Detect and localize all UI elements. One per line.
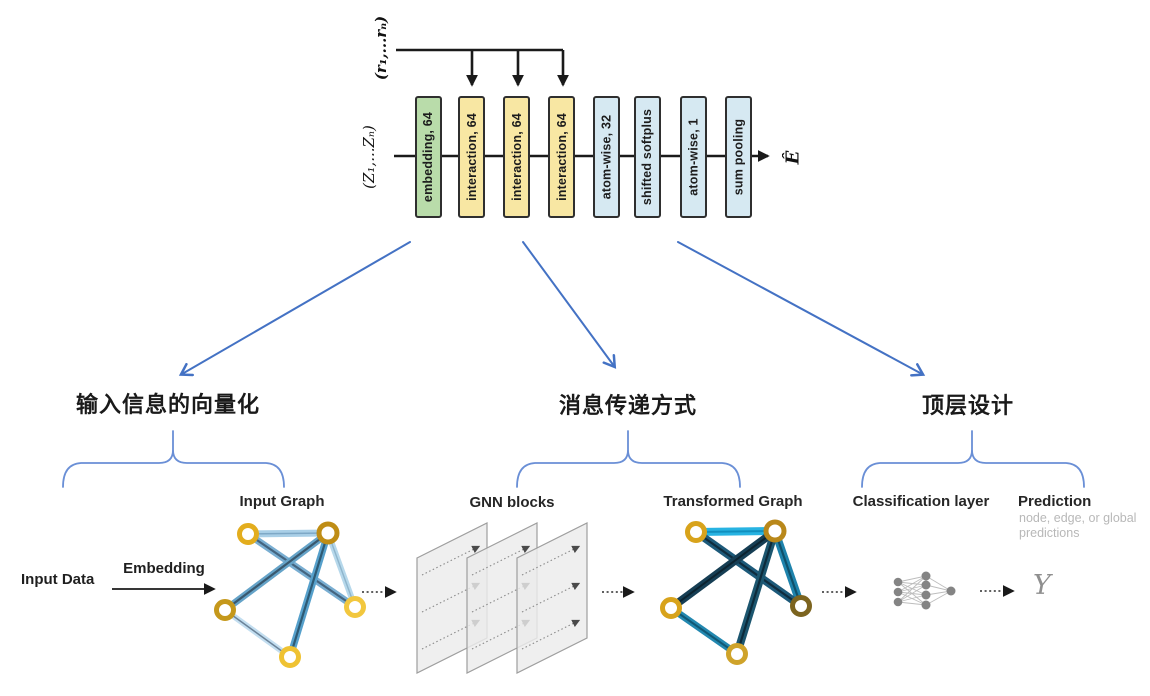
embedding-block: embedding, 64 bbox=[415, 96, 442, 218]
input-graph-edges bbox=[221, 529, 359, 661]
shifted-softplus-block: shifted softplus bbox=[634, 96, 661, 218]
input-label-positions: (r₁,...rₙ) bbox=[368, 2, 394, 94]
input-data-label: Input Data bbox=[21, 571, 95, 588]
block-label: interaction, 64 bbox=[509, 113, 524, 201]
z-label-text: (Z₁,...Zₙ) bbox=[360, 125, 378, 189]
block-label: interaction, 64 bbox=[464, 113, 479, 201]
arrow-to-vectorization bbox=[178, 241, 411, 377]
sum-pooling-block: sum pooling bbox=[725, 96, 752, 218]
r-label-text: (r₁,...rₙ) bbox=[372, 15, 390, 81]
pipeline-dotted-arrows bbox=[362, 585, 1015, 598]
atom-wise-32-block: atom-wise, 32 bbox=[593, 96, 620, 218]
prediction-note: node, edge, or global predictions bbox=[1019, 511, 1137, 540]
stage-label-transformed-graph: Transformed Graph bbox=[663, 493, 803, 510]
skip-connection-lines bbox=[396, 48, 569, 87]
block-label: sum pooling bbox=[731, 118, 746, 196]
gnn-plane-3 bbox=[516, 522, 588, 674]
transformed-graph-figure bbox=[660, 519, 812, 665]
block-label: embedding, 64 bbox=[421, 111, 436, 203]
block-label: shifted softplus bbox=[640, 108, 655, 206]
arrow-to-top-design bbox=[677, 241, 926, 377]
annotation-message-passing: 消息传递方式 bbox=[558, 393, 697, 418]
brace-top-design bbox=[861, 430, 1085, 488]
interaction-block-3: interaction, 64 bbox=[548, 96, 575, 218]
stage-label-gnn-blocks: GNN blocks bbox=[469, 494, 555, 511]
annotation-vectorization: 输入信息的向量化 bbox=[75, 392, 260, 417]
interaction-block-1: interaction, 64 bbox=[458, 96, 485, 218]
stage-label-prediction: Prediction bbox=[1018, 493, 1092, 510]
input-graph-nodes bbox=[214, 521, 366, 668]
annotation-arrows bbox=[178, 241, 926, 377]
prediction-output-symbol: Y bbox=[1033, 570, 1051, 601]
block-label: atom-wise, 1 bbox=[686, 118, 701, 196]
stage-label-input-graph: Input Graph bbox=[239, 493, 325, 510]
input-graph-figure bbox=[214, 521, 366, 668]
stage-label-classification-layer: Classification layer bbox=[852, 493, 990, 510]
arrow-to-message-passing bbox=[522, 241, 617, 369]
embedding-arrow-label: Embedding bbox=[123, 560, 205, 577]
atom-wise-1-block: atom-wise, 1 bbox=[680, 96, 707, 218]
brace-vectorization bbox=[62, 430, 285, 488]
interaction-block-2: interaction, 64 bbox=[503, 96, 530, 218]
block-label: atom-wise, 32 bbox=[599, 114, 614, 200]
input-label-atomic-numbers: (Z₁,...Zₙ) bbox=[355, 96, 383, 218]
annotation-top-design: 顶层设计 bbox=[921, 393, 1014, 418]
transformed-graph-nodes bbox=[660, 519, 812, 665]
block-label: interaction, 64 bbox=[554, 113, 569, 201]
energy-label-text: Ê bbox=[782, 150, 804, 164]
gnn-blocks-figure bbox=[416, 522, 588, 674]
transformed-graph-edges bbox=[667, 527, 805, 658]
classification-mlp-figure bbox=[893, 571, 956, 610]
brace-message-passing bbox=[516, 430, 741, 488]
output-energy-label: Ê bbox=[776, 140, 810, 174]
annotation-braces bbox=[62, 430, 1085, 488]
